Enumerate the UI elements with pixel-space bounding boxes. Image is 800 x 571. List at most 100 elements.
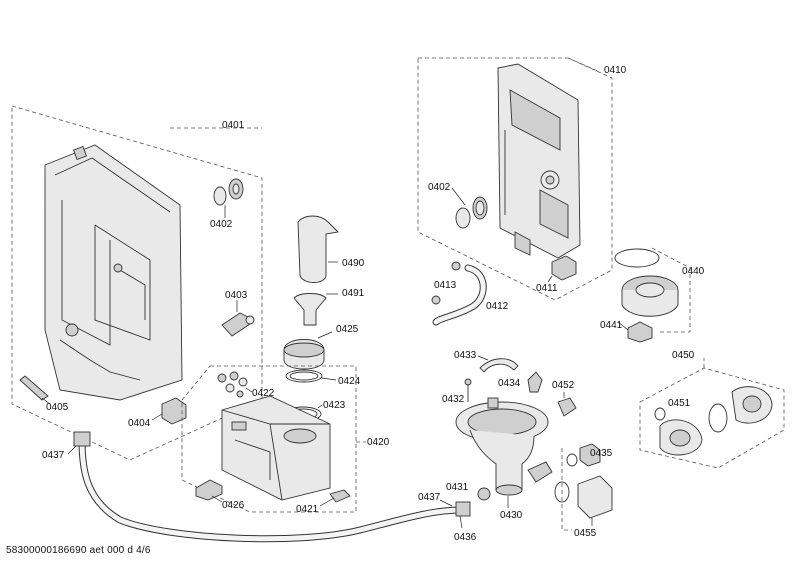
pump-motor-core: [742, 395, 762, 413]
tank-port-core: [545, 175, 555, 185]
label-0411[interactable]: 0411: [536, 283, 558, 294]
drawing-reference-code: 58300000186690 aet 000 d 4/6: [6, 545, 151, 556]
part-0422-cap-a[interactable]: [217, 373, 227, 383]
label-0410[interactable]: 0410: [604, 65, 627, 76]
part-0402b-ring-hole: [475, 200, 485, 216]
sump-post: [487, 397, 499, 409]
part-0402b-filter[interactable]: [455, 207, 471, 229]
label-0491[interactable]: 0491: [342, 288, 365, 299]
part-0420-detergent-housing[interactable]: [221, 395, 331, 501]
part-0411-valve[interactable]: [551, 255, 577, 281]
label-0432[interactable]: 0432: [442, 394, 465, 405]
tank-window-upper: [509, 89, 561, 151]
part-0435-sensor[interactable]: [579, 443, 601, 467]
part-0402-ring-b-hole: [232, 183, 240, 195]
part-0424-seal[interactable]: [285, 369, 323, 383]
leader-0425: [317, 331, 333, 339]
label-0404[interactable]: 0404: [128, 418, 151, 429]
part-0433-arc[interactable]: [479, 358, 519, 373]
group-0410: 0410 0402 0411: [417, 57, 627, 301]
label-0402a[interactable]: 0402: [210, 219, 233, 230]
label-0424[interactable]: 0424: [338, 376, 361, 387]
part-0412-hose-inner: [433, 265, 486, 325]
part-0413-clamp-b[interactable]: [431, 295, 441, 305]
label-0426[interactable]: 0426: [222, 500, 245, 511]
panel-lower-edge: [59, 339, 141, 381]
hose-end-right: [455, 501, 471, 517]
label-0435[interactable]: 0435: [590, 448, 613, 459]
part-0491-funnel[interactable]: [293, 293, 327, 326]
part-0435-ring[interactable]: [566, 453, 578, 467]
label-0425[interactable]: 0425: [336, 324, 359, 335]
group-0401-outline: [11, 105, 263, 461]
leader-0410: [567, 57, 601, 73]
part-0441-insert[interactable]: [627, 321, 653, 343]
leader-0402b: [451, 187, 466, 206]
label-0420[interactable]: 0420: [367, 437, 390, 448]
label-0455[interactable]: 0455: [574, 528, 597, 539]
part-0426-plug[interactable]: [195, 479, 223, 501]
part-0404-sensor[interactable]: [161, 397, 187, 425]
part-0434-bracket[interactable]: [527, 371, 543, 393]
part-0422-cap-d[interactable]: [225, 383, 235, 393]
label-0430[interactable]: 0430: [500, 510, 523, 521]
panel-tab: [73, 146, 87, 160]
part-0402-ring-a[interactable]: [213, 186, 227, 206]
housing-opening: [283, 428, 317, 444]
label-0405[interactable]: 0405: [46, 402, 69, 413]
part-0425-cap-top: [283, 342, 325, 358]
label-0402b[interactable]: 0402: [428, 182, 451, 193]
part-0422-cap-c[interactable]: [238, 377, 248, 387]
group-0440: 0440 0441: [600, 247, 705, 343]
group-0455: 0435 0455: [554, 443, 613, 539]
label-0422[interactable]: 0422: [252, 388, 275, 399]
label-0421[interactable]: 0421: [296, 504, 319, 515]
group-0412: 0413 0412: [431, 261, 509, 326]
part-0430-sump-body[interactable]: [469, 429, 535, 491]
part-0405-clip[interactable]: [19, 375, 49, 401]
part-0422-cap-e[interactable]: [236, 390, 244, 398]
label-0440[interactable]: 0440: [682, 266, 705, 277]
group-0490: 0490 0491: [293, 215, 365, 326]
group-0437: 0437 0437 0436: [42, 431, 477, 543]
label-0437a[interactable]: 0437: [42, 450, 65, 461]
part-0455-heater[interactable]: [577, 475, 613, 519]
part-0452-clip[interactable]: [557, 397, 577, 417]
group-0440-bracket: [651, 247, 691, 333]
part-0403-fitting[interactable]: [221, 312, 251, 337]
label-0436[interactable]: 0436: [454, 532, 477, 543]
label-0450[interactable]: 0450: [672, 350, 695, 361]
group-0450: 0450 0451: [639, 350, 785, 469]
part-0413-clamp-a[interactable]: [451, 261, 461, 271]
part-0455-seal[interactable]: [554, 481, 570, 503]
part-0451-ring[interactable]: [654, 407, 666, 421]
panel-channel: [61, 200, 111, 346]
part-0440-housing[interactable]: [621, 290, 679, 317]
label-0433[interactable]: 0433: [454, 350, 477, 361]
label-0452[interactable]: 0452: [552, 380, 575, 391]
leader-0405: [41, 397, 51, 405]
label-0434[interactable]: 0434: [498, 378, 521, 389]
part-0490-cup[interactable]: [297, 215, 339, 283]
label-0423[interactable]: 0423: [323, 400, 346, 411]
part-0422-cap-b[interactable]: [229, 371, 239, 381]
label-0431[interactable]: 0431: [446, 482, 469, 493]
leader-0421: [319, 497, 335, 507]
panel-recess-inner: [119, 269, 146, 320]
label-0403[interactable]: 0403: [225, 290, 248, 301]
part-0421-clip[interactable]: [329, 489, 351, 503]
leader-0411: [547, 275, 553, 283]
label-0413[interactable]: 0413: [434, 280, 457, 291]
pump-housing-port: [669, 429, 691, 447]
label-0451[interactable]: 0451: [668, 398, 691, 409]
label-0437b[interactable]: 0437: [418, 492, 441, 503]
part-base-panel[interactable]: [44, 144, 183, 401]
label-0412[interactable]: 0412: [486, 301, 509, 312]
part-0440-seal[interactable]: [614, 248, 660, 268]
label-0401[interactable]: 0401: [222, 120, 245, 131]
label-0490[interactable]: 0490: [342, 258, 365, 269]
part-0431-seal[interactable]: [477, 487, 491, 501]
part-0450-seal[interactable]: [708, 403, 728, 433]
label-0441[interactable]: 0441: [600, 320, 623, 331]
